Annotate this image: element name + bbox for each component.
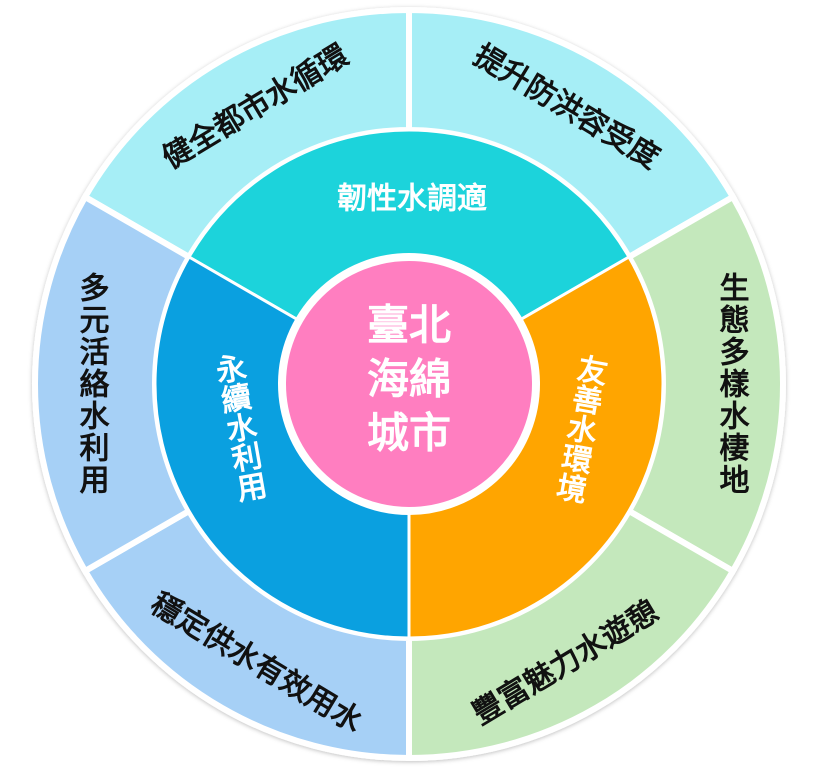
center-circle (278, 253, 540, 515)
center-title: 臺北 海綿 城市 (367, 301, 451, 458)
outer-ring (32, 6, 786, 762)
center-line-3: 城市 (367, 409, 451, 458)
outer-label-eco-habitat: 生態多樣水棲地 (714, 272, 750, 496)
middle-label-resilience: 韌性水調適 (337, 182, 487, 217)
center-line-1: 臺北 (367, 301, 451, 350)
outer-label-diverse-use: 多元活絡水利用 (74, 272, 110, 496)
center-line-2: 海綿 (367, 355, 451, 404)
middle-ring (153, 128, 665, 640)
